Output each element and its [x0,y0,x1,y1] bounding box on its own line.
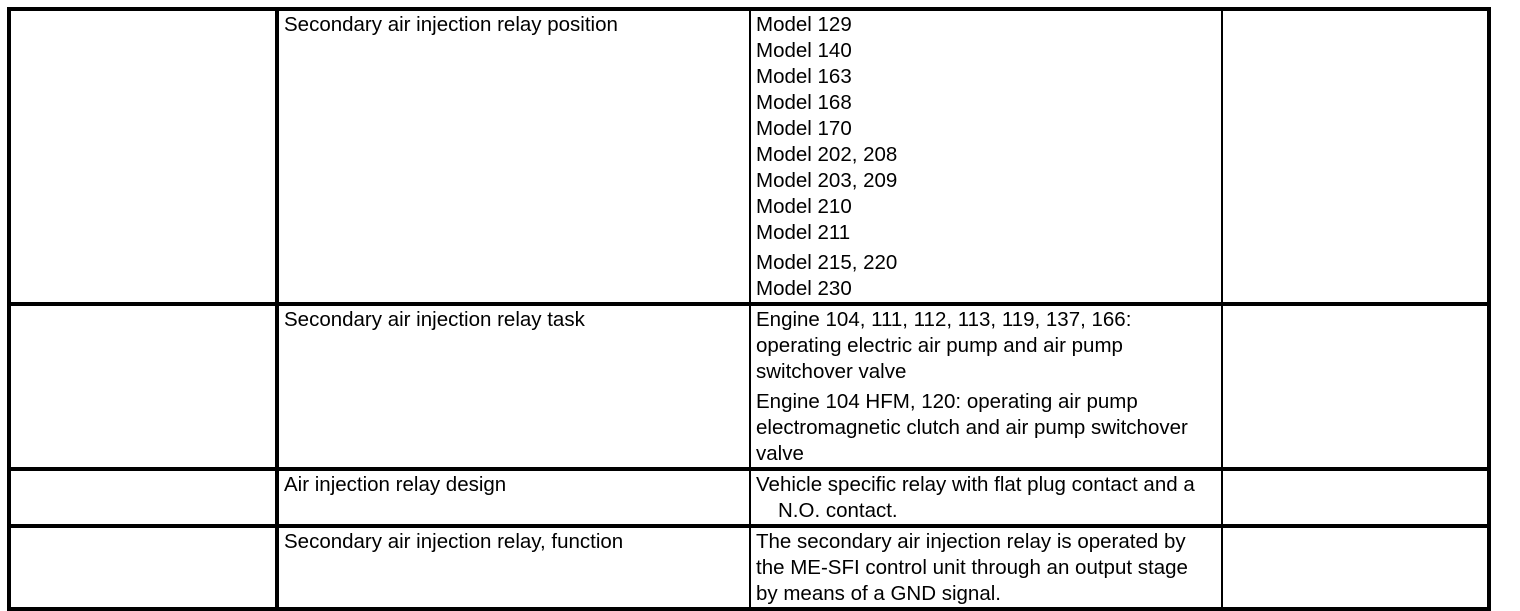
model-line: Model 215, 220 [756,251,898,274]
row-1-notes-text [1223,11,1487,12]
row-1-property-text: Secondary air injection relay position [284,13,618,36]
model-line: Model 168 [756,91,852,114]
table-row: Secondary air injection relay, function … [7,525,1491,611]
row-1-value-list: Model 129 Model 140 Model 163 Model 168 … [751,11,1221,302]
value-line: operating electric air pump and air pump [756,334,1123,357]
row-1-cell-notes [1221,7,1491,306]
row-2-value-text: Engine 104, 111, 112, 113, 119, 137, 166… [751,306,1221,467]
model-line: Model 129 [756,13,852,36]
row-3-category-text [11,471,275,472]
row-4-category-text [11,528,275,529]
row-4-cell-notes [1221,525,1491,611]
value-line: electromagnetic clutch and air pump swit… [756,416,1188,439]
row-1-cell-value: Model 129 Model 140 Model 163 Model 168 … [749,7,1223,306]
row-1-category-text [11,11,275,12]
value-line: by means of a GND signal. [756,582,1001,605]
value-line: Engine 104 HFM, 120: operating air pump [756,390,1138,413]
row-2-cell-category [7,303,279,471]
value-line: the ME-SFI control unit through an outpu… [756,556,1188,579]
row-2-category-text [11,306,275,307]
row-4-cell-value: The secondary air injection relay is ope… [749,525,1223,611]
value-line: switchover valve [756,360,907,383]
row-2-cell-property: Secondary air injection relay task [276,303,751,471]
model-line: Model 210 [756,195,852,218]
model-line: Model 211 [756,221,851,244]
model-line: Model 202, 208 [756,143,898,166]
row-3-property-text: Air injection relay design [284,473,507,496]
table-row: Secondary air injection relay position M… [7,7,1491,306]
row-2-property-text: Secondary air injection relay task [284,308,585,331]
row-3-cell-value: Vehicle specific relay with flat plug co… [749,468,1223,528]
row-2-cell-notes [1221,303,1491,471]
row-2-cell-value: Engine 104, 111, 112, 113, 119, 137, 166… [749,303,1223,471]
value-line: Engine 104, 111, 112, 113, 119, 137, 166… [756,308,1132,331]
specification-table: Secondary air injection relay position M… [7,7,1491,611]
row-4-cell-category [7,525,279,611]
value-line: valve [756,442,804,465]
table-row: Air injection relay design Vehicle speci… [7,468,1491,528]
row-1-cell-property: Secondary air injection relay position [276,7,751,306]
value-line: The secondary air injection relay is ope… [756,530,1186,553]
row-3-value-text: Vehicle specific relay with flat plug co… [751,471,1221,524]
value-line: Vehicle specific relay with flat plug co… [756,473,1195,496]
row-4-property-text: Secondary air injection relay, function [284,530,624,553]
table-body: Secondary air injection relay position M… [7,7,1491,611]
value-line: N.O. contact. [778,499,898,522]
model-line: Model 140 [756,39,852,62]
table-row: Secondary air injection relay task Engin… [7,303,1491,471]
row-3-cell-property: Air injection relay design [276,468,751,528]
row-1-cell-category [7,7,279,306]
model-line: Model 170 [756,117,852,140]
row-4-cell-property: Secondary air injection relay, function [276,525,751,611]
model-line: Model 230 [756,277,852,300]
row-3-cell-category [7,468,279,528]
row-3-notes-text [1223,471,1487,472]
row-3-cell-notes [1221,468,1491,528]
model-line: Model 163 [756,65,852,88]
row-4-value-text: The secondary air injection relay is ope… [751,528,1221,607]
row-2-notes-text [1223,306,1487,307]
model-line: Model 203, 209 [756,169,898,192]
row-4-notes-text [1223,528,1487,529]
